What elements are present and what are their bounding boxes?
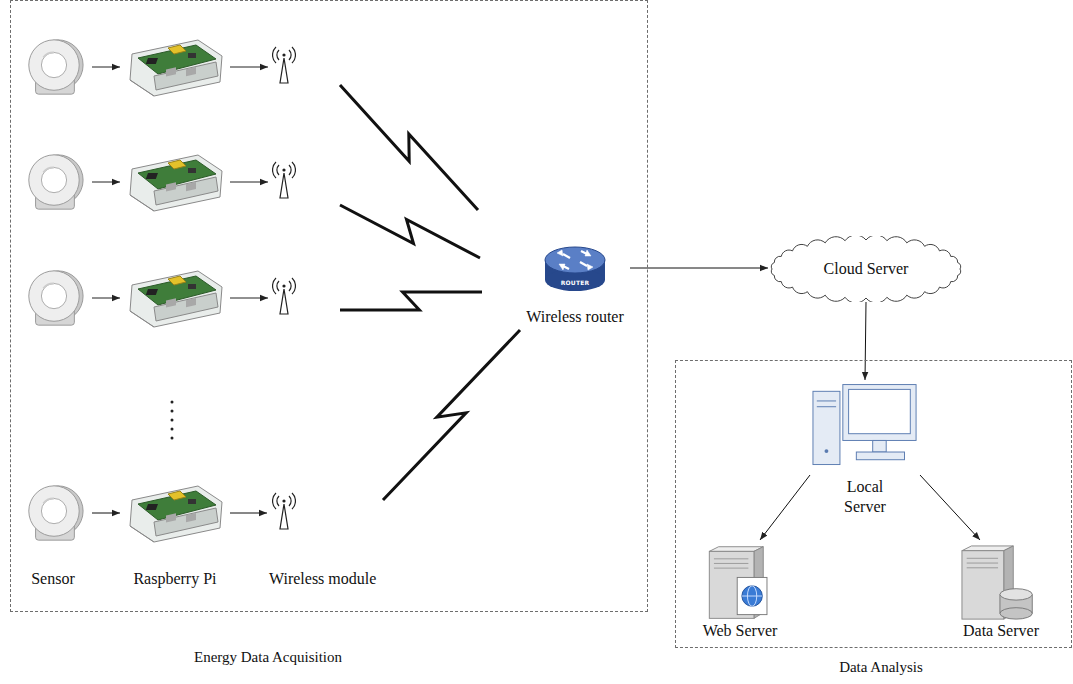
raspberry-pi-icons (130, 40, 222, 542)
arrow-connector (760, 475, 810, 540)
arrow-connector (630, 268, 768, 269)
data-server-icon (962, 546, 1032, 619)
node-label: Cloud Server (824, 259, 909, 279)
node-label: Web Server (703, 621, 778, 641)
cloud-outline (771, 236, 960, 302)
computer-icon (813, 385, 916, 465)
node-label: Local Server (836, 477, 894, 517)
node-label: Data Server (963, 621, 1039, 641)
arrow-connector (230, 513, 267, 514)
region-frame: Data AnalysisLocal ServerWeb ServerData … (675, 360, 1072, 648)
sensor-node: Sensor (14, 482, 92, 592)
group-label: Data Analysis (839, 657, 923, 677)
node-label: Wireless router (526, 307, 624, 327)
cloud-node: Cloud Server (768, 236, 964, 302)
region-frame: Energy Data AcquisitionSensorRaspberry P… (10, 0, 648, 612)
wireless-bolts (340, 85, 482, 310)
router-icon (545, 247, 605, 291)
server-node: Local Server (810, 380, 920, 520)
group-label: Energy Data Acquisition (194, 647, 342, 667)
node-label: Raspberry Pi (133, 569, 216, 589)
node-label: Sensor (31, 569, 75, 589)
wireless-link (383, 330, 520, 500)
sensor-icons (29, 40, 83, 540)
raspberry-pi-node: Raspberry Pi (120, 482, 230, 592)
icon-text: ROUTER (561, 280, 590, 286)
antenna-icons (273, 47, 296, 529)
node-label: Wireless module (269, 569, 376, 589)
server-node: Data Server (945, 540, 1057, 644)
web-server-icon (709, 547, 767, 619)
row-arrows (92, 67, 268, 298)
arrow-connector (92, 513, 120, 514)
ellipsis-dots (171, 401, 174, 440)
server-node: Web Server (685, 540, 795, 644)
arrow-connector (920, 475, 980, 540)
wireless-module-node: Wireless module (267, 482, 383, 592)
arrow-connector (865, 302, 866, 380)
